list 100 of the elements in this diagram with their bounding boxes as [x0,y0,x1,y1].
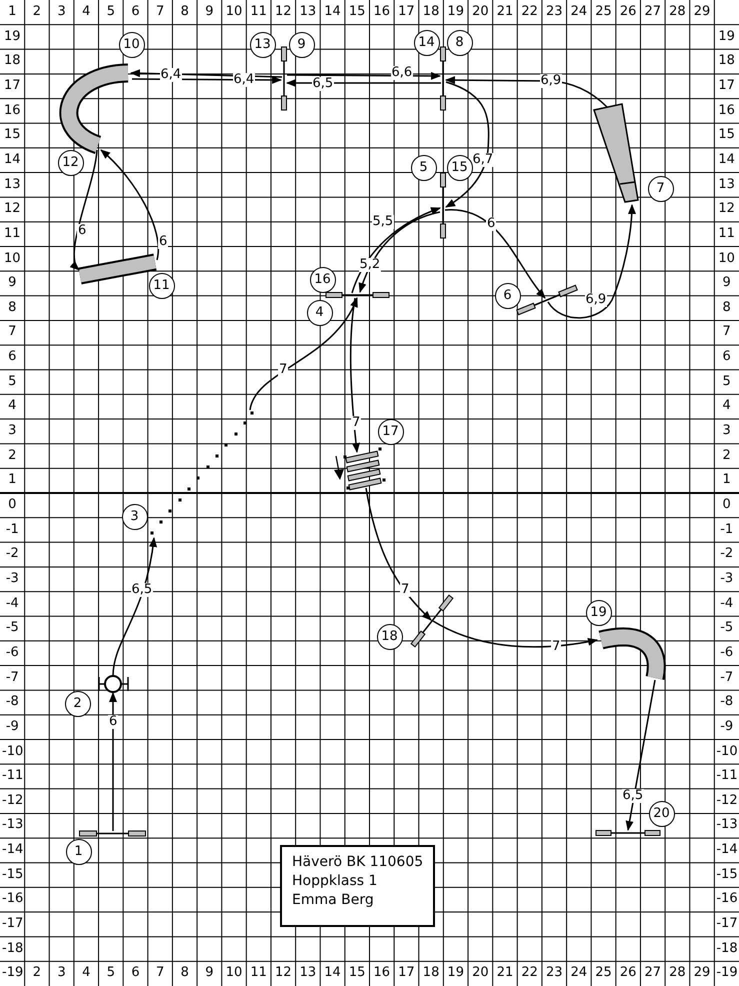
obstacle-number: 19 [586,600,612,626]
grid-number: 8 [180,4,190,20]
grid-number: 19 [446,965,465,982]
grid-number: -18 [2,940,23,957]
grid-number: -11 [716,768,737,784]
grid-number: -3 [4,570,20,587]
arrow [547,204,636,319]
grid-number: 4 [722,398,732,414]
grid-number: 15 [717,127,736,144]
distance-label: 5,5 [372,215,394,229]
grid-number: 18 [717,53,736,70]
grid-number: 12 [274,965,293,982]
distance-label: 6,4 [160,68,182,82]
obstacle-number: 10 [118,32,144,58]
grid-number: 21 [496,4,514,20]
grid-number: 8 [722,300,732,316]
grid-number: 6 [722,349,732,366]
grid-number: -6 [719,644,734,661]
grid-number: 20 [471,4,490,20]
grid-number: 13 [3,176,22,193]
grid-number: 10 [224,965,244,982]
grid-number: 5 [7,374,18,390]
grid-number: 27 [643,4,662,20]
grid-number: 5 [722,374,732,390]
info-box [280,845,435,927]
grid-number: -1 [719,522,734,538]
grid-number: 10 [224,4,244,20]
grid-number: 0 [7,497,18,513]
grid-number: 28 [668,4,687,20]
grid-number: 2 [32,4,42,20]
obstacle-number: 3 [122,504,148,530]
arrow [445,76,608,108]
distance-label: 6 [77,224,88,238]
arrow [100,149,159,260]
arrow [626,680,656,831]
grid-number: -16 [2,891,23,908]
grid-number: 7 [154,4,166,20]
grid-number: 11 [3,226,22,242]
grid-number: 16 [717,102,736,119]
grid-number: -10 [716,744,737,760]
distance-label: 6,5 [130,583,154,597]
grid-number: 18 [422,965,440,982]
distance-label: 6,9 [584,293,608,307]
grid-number: 4 [7,398,18,414]
grid-number: -12 [716,792,737,809]
grid-number: 12 [3,201,22,218]
grid-number: 9 [7,275,18,292]
grid-number: 5 [106,4,116,20]
distance-label: 6 [158,235,168,249]
grid-number: 26 [618,4,638,20]
grid-number: -3 [719,570,734,587]
grid-number: -8 [4,694,20,710]
obstacle-number: 5 [410,154,436,180]
grid-number: 10 [3,250,22,266]
grid-number: 7 [722,324,732,340]
grid-number: -19 [716,965,737,982]
grid-number: 18 [422,4,440,20]
arrow [350,298,360,453]
obstacle-number: 9 [288,32,314,58]
obstacle-number: 15 [446,154,472,180]
grid-number: 8 [180,965,190,982]
grid-number: 14 [323,965,342,982]
obstacle-number: 18 [376,624,402,650]
arrow [365,488,432,621]
grid-number: 9 [204,4,215,20]
distance-label: 6,5 [312,77,334,91]
obstacle-number: 20 [648,800,674,826]
grid-number: -15 [2,866,23,883]
obstacle-number: 12 [58,150,84,176]
grid-number: 14 [3,152,22,168]
grid-number: 12 [717,201,736,218]
grid-number: 0 [722,497,732,513]
arrow [445,81,490,208]
arrow [432,620,598,648]
arrow [249,297,358,410]
grid-number: 22 [520,4,539,20]
grid-number: -1 [4,522,20,538]
grid-number: 3 [56,4,67,20]
grid-number: 27 [643,965,662,982]
obstacle-number: 13 [250,32,276,58]
arrow [132,76,282,84]
arrow [112,537,157,676]
grid-number: -13 [2,817,23,834]
grid-number: 13 [298,965,318,982]
grid-number: 11 [249,965,268,982]
grid-number: 8 [7,300,18,316]
grid-number: -16 [716,891,737,908]
grid-number: 19 [446,4,465,20]
grid-number: 18 [3,53,22,70]
grid-number: 16 [372,4,392,20]
grid-number: 28 [668,965,687,982]
distance-label: 7 [351,416,362,430]
grid-number: -19 [2,965,23,982]
grid-number: -9 [719,718,734,735]
grid-number: -7 [719,670,734,686]
grid-number: 17 [3,78,22,94]
distance-label: 6,5 [622,789,644,803]
distance-label: 6,4 [232,73,256,87]
obstacle-number: 11 [148,272,174,298]
grid-number: 3 [722,423,732,440]
